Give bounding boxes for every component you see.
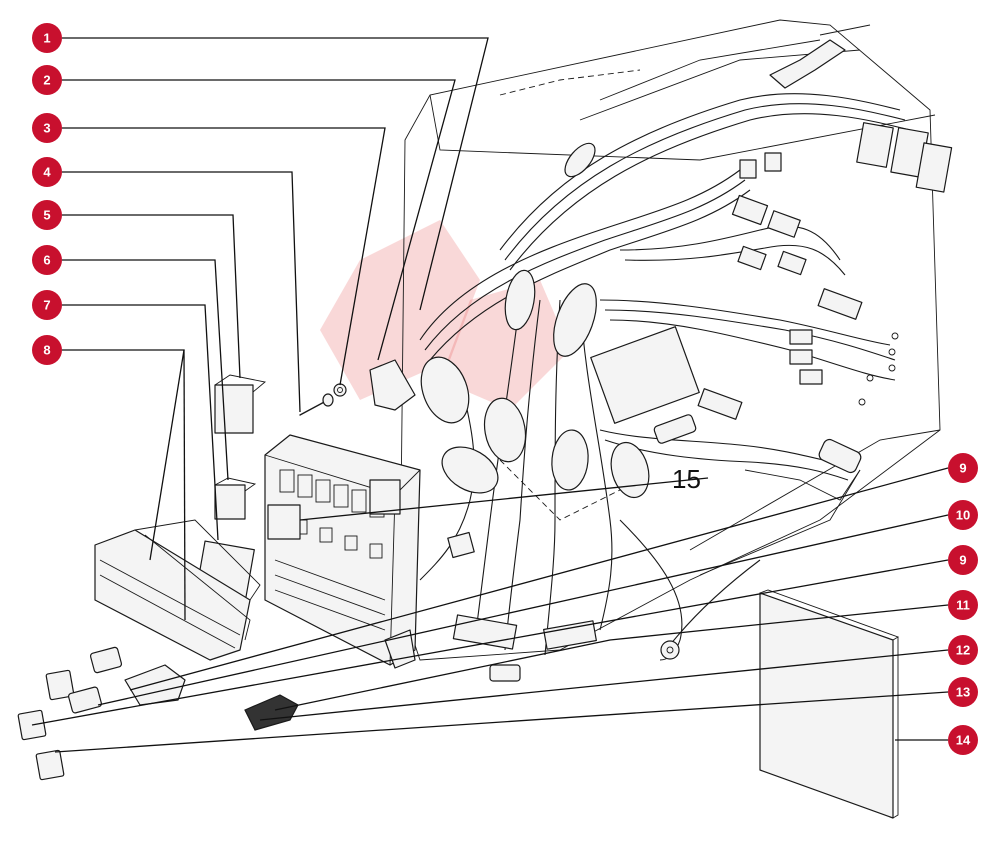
callout-marker: 9 <box>948 453 978 483</box>
callout-marker: 1 <box>32 23 62 53</box>
callout-marker: 5 <box>32 200 62 230</box>
callout-number: 3 <box>43 121 50 136</box>
callout-number: 8 <box>43 343 50 358</box>
callout-number: 11 <box>956 598 970 613</box>
callout-marker: 11 <box>948 590 978 620</box>
wiring-harness <box>419 93 911 661</box>
callout-marker: 10 <box>948 500 978 530</box>
right-callouts: 9 10 9 11 12 13 14 <box>948 453 978 755</box>
callout-marker: 13 <box>948 677 978 707</box>
harness-sleeves <box>420 142 650 499</box>
inline-part-label: 15 <box>672 464 701 494</box>
callout-number: 9 <box>959 553 966 568</box>
callout-number: 14 <box>956 733 971 748</box>
callout-number: 12 <box>956 643 970 658</box>
callout-marker: 12 <box>948 635 978 665</box>
callout-marker: 4 <box>32 157 62 187</box>
callout-marker: 6 <box>32 245 62 275</box>
callout-number: 6 <box>43 253 50 268</box>
callout-marker: 2 <box>32 65 62 95</box>
relays-and-small-parts <box>17 359 900 819</box>
callout-number: 7 <box>43 298 50 313</box>
callout-number: 2 <box>43 73 50 88</box>
callout-number: 5 <box>43 208 50 223</box>
callout-marker: 14 <box>948 725 978 755</box>
equipment-housing <box>399 19 941 661</box>
callout-marker: 7 <box>32 290 62 320</box>
fuse-relay-box <box>264 434 421 669</box>
left-callouts: 1 2 3 4 5 6 7 8 <box>32 23 62 365</box>
callout-number: 13 <box>956 685 970 700</box>
leader-lines <box>31 37 949 753</box>
callout-number: 4 <box>43 165 51 180</box>
callout-number: 9 <box>959 461 966 476</box>
callout-marker: 8 <box>32 335 62 365</box>
callout-marker: 9 <box>948 545 978 575</box>
callout-number: 1 <box>43 31 50 46</box>
callout-marker: 3 <box>32 113 62 143</box>
callout-number: 10 <box>956 508 970 523</box>
connector-cluster <box>590 122 953 474</box>
watermark-logo <box>320 220 570 410</box>
